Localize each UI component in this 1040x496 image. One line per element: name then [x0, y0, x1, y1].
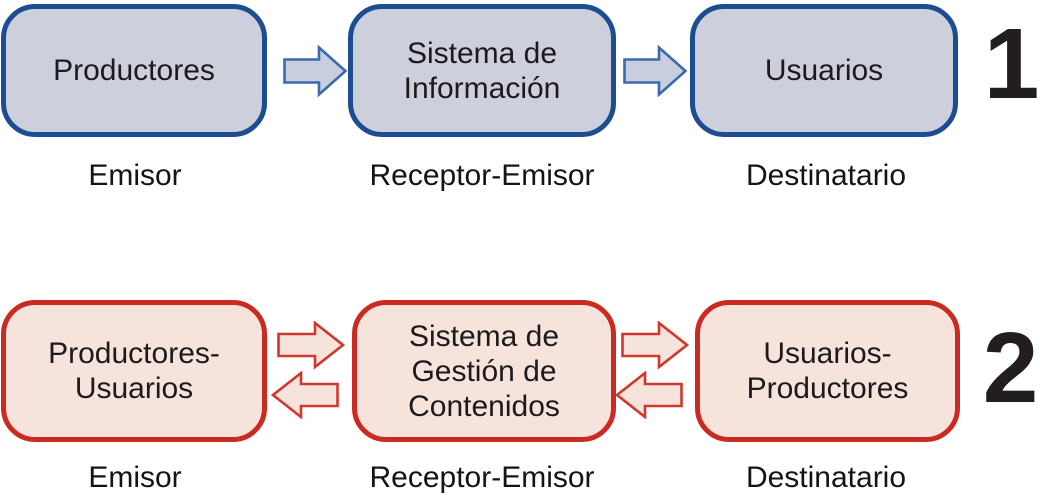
box-sistema-informacion: Sistema de Información	[348, 4, 616, 137]
flow-arrow-left-icon	[271, 371, 339, 419]
flow-arrow-right-icon	[623, 45, 687, 97]
box-label-line: Usuarios	[74, 372, 194, 405]
box-label-line: Productores	[746, 372, 909, 405]
role-label-receptor-emisor-2: Receptor-Emisor	[369, 461, 595, 494]
flow-arrow-right-icon	[283, 45, 347, 97]
box-label-line: Gestión de	[411, 354, 557, 388]
role-label-emisor-1: Emisor	[88, 159, 182, 192]
box-productores: Productores	[1, 4, 267, 137]
row-number-1: 1	[983, 8, 1040, 120]
box-label-line: Productores	[53, 54, 215, 87]
box-label-line: Usuarios-	[763, 337, 892, 370]
flow-arrow-right-icon	[621, 321, 689, 369]
role-label-receptor-emisor-1: Receptor-Emisor	[369, 159, 595, 192]
flow-arrow-left-icon	[615, 371, 683, 419]
box-label-line: Sistema de	[408, 319, 560, 353]
role-label-destinatario-1: Destinatario	[745, 159, 907, 192]
flow-arrow-right-icon	[277, 321, 345, 369]
box-label-line: Productores-	[48, 337, 220, 370]
row-number-2: 2	[982, 312, 1039, 424]
box-label-line: Contenidos	[408, 389, 560, 423]
box-label-line: Usuarios	[764, 54, 884, 87]
role-label-destinatario-2: Destinatario	[745, 461, 907, 494]
box-sistema-gestion-contenidos: Sistema de Gestión de Contenidos	[352, 300, 616, 442]
box-usuarios: Usuarios	[690, 4, 958, 137]
box-usuarios-productores: Usuarios- Productores	[695, 300, 960, 442]
role-label-emisor-2: Emisor	[88, 461, 182, 494]
box-productores-usuarios: Productores- Usuarios	[1, 300, 267, 442]
box-label-line: Información	[403, 71, 561, 105]
box-label-line: Sistema de	[406, 36, 558, 70]
